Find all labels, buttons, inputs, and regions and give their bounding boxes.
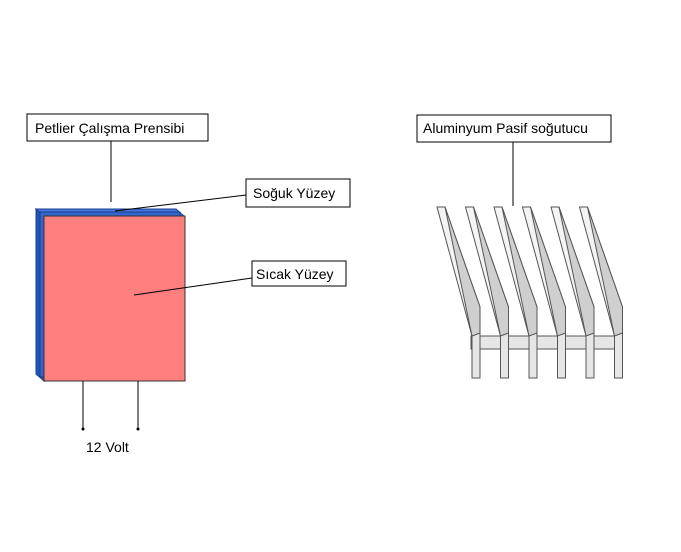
hot-plate — [43, 215, 186, 382]
voltage-label: 12 Volt — [86, 439, 129, 455]
cold-surface-box — [245, 178, 351, 208]
heatsink — [436, 206, 624, 379]
cold-surface-leader — [114, 194, 247, 212]
peltier-module — [34, 207, 186, 383]
heatsink-fin-slot — [614, 332, 623, 379]
heatsink-fin-slot — [500, 332, 509, 379]
power-leads: 12 Volt — [81, 381, 140, 455]
lead-right-end — [136, 427, 140, 431]
title-left: Petlier Çalışma Prensibi — [35, 120, 184, 136]
heatsink-fin-slot — [528, 332, 538, 379]
hot-surface-callout: Sıcak Yüzey — [133, 260, 347, 296]
hot-surface-leader — [133, 277, 253, 296]
heatsink-base — [470, 335, 621, 350]
title-right: Aluminyum Pasif soğutucu — [423, 120, 588, 136]
hot-surface-box — [251, 260, 347, 287]
heatsink-fin-slot — [471, 332, 481, 379]
title-right-callout: Aluminyum Pasif soğutucu — [416, 114, 612, 206]
title-left-box — [26, 113, 209, 142]
hot-surface-label: Sıcak Yüzey — [256, 266, 334, 282]
title-left-callout: Petlier Çalışma Prensibi — [26, 113, 209, 202]
title-right-box — [416, 114, 612, 143]
cold-surface-label: Soğuk Yüzey — [253, 185, 335, 201]
cold-surface-callout: Soğuk Yüzey — [114, 178, 351, 212]
lead-left-end — [81, 427, 85, 431]
heatsink-fin-slot — [585, 332, 595, 379]
heatsink-fin-slot — [557, 332, 566, 379]
